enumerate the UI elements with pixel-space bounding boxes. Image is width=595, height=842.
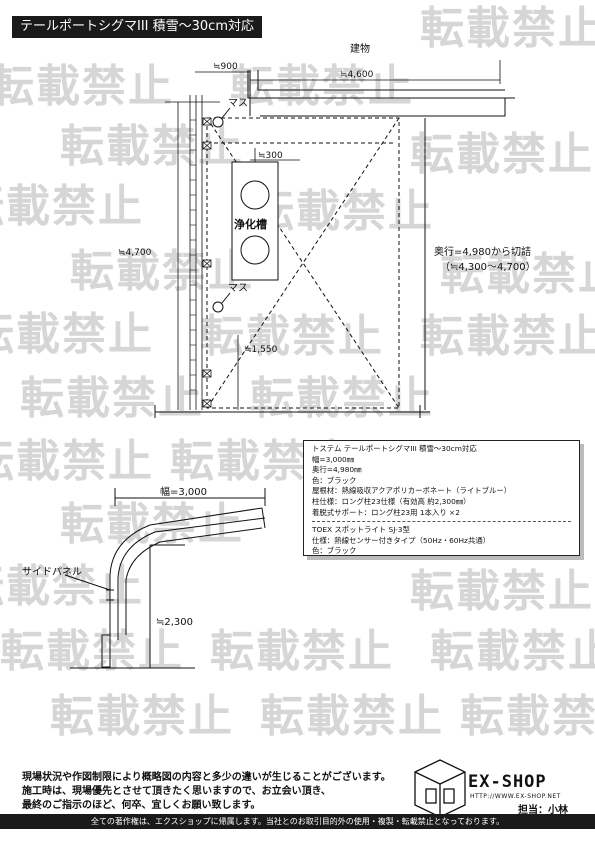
spec-line: 色：ブラック bbox=[312, 475, 357, 485]
watermark-text: 転載禁止 bbox=[50, 691, 234, 742]
elevation-width-label: 幅=3,000 bbox=[160, 485, 207, 498]
spec-line: 着脱式サポート：ロング柱23用 1本入り ×2 bbox=[312, 507, 460, 517]
side-panel-label: サイドパネル bbox=[22, 566, 82, 578]
spec-box: トステム テールポートシグマIII 積雪～30cm対応 幅=3,000㎜ 奥行=… bbox=[303, 440, 580, 556]
watermark-text: 転載禁止 bbox=[430, 626, 595, 677]
watermark-text: 転載禁止 bbox=[260, 691, 444, 742]
spec-line: 柱仕様：ロング柱23仕様（有効高 約2,300㎜） bbox=[312, 496, 471, 506]
posts bbox=[202, 117, 212, 408]
watermark-text: 転載禁止 bbox=[0, 181, 144, 232]
elevation-drawing bbox=[64, 488, 266, 669]
logo-cube-icon bbox=[414, 759, 466, 818]
wall-ticks bbox=[190, 119, 196, 391]
building-label: 建物 bbox=[350, 42, 370, 55]
watermark-text: 転載禁止 bbox=[410, 566, 594, 617]
septic-label: 浄化槽 bbox=[234, 217, 267, 231]
masu-bottom-label: マス bbox=[228, 283, 248, 294]
masu-bottom bbox=[212, 292, 231, 313]
dim-4600 bbox=[250, 60, 501, 84]
dim-300 bbox=[250, 148, 300, 162]
watermark-text: 転載禁止 bbox=[0, 61, 174, 112]
watermark-text: 転載禁止 bbox=[70, 246, 254, 297]
spec-line: トステム テールポートシグマIII 積雪～30cm対応 bbox=[312, 444, 477, 453]
spec-line: 仕様：熱線センサー付きタイプ（50Hz・60Hz共通） bbox=[312, 535, 491, 545]
watermark-text: 転載禁止 bbox=[210, 626, 394, 677]
spec-line: 色：ブラック bbox=[312, 546, 357, 556]
spec-line: 屋根材：熱線吸収アクアポリカーボネート（ライトブルー） bbox=[312, 486, 512, 496]
building-outline bbox=[247, 70, 515, 117]
left-wall bbox=[165, 95, 220, 410]
watermark-text: 転載禁止 bbox=[60, 121, 244, 172]
watermark-text: 転載禁止 bbox=[410, 129, 594, 180]
watermark-text: 転載禁止 bbox=[20, 373, 204, 424]
depth-range-label: （≒4,300～4,700） bbox=[440, 261, 536, 273]
staff-label: 担当：小林 bbox=[518, 805, 568, 816]
watermark-text: 転載禁止 bbox=[420, 3, 595, 54]
watermark-text: 転載禁止 bbox=[230, 61, 414, 112]
footer-notes: 現場状況や作図制限により概略図の内容と多少の違いが生じることがございます。 施工… bbox=[22, 771, 391, 813]
logo-url: HTTP://WWW.EX-SHOP.NET bbox=[470, 793, 561, 800]
spec-line: TOEX スポットライト SJ-3型 bbox=[312, 525, 410, 535]
footer-copyright: 全ての著作権は、エクスショップに帰属します。当社とのお取引目的外の使用・複製・転… bbox=[0, 814, 595, 829]
logo-name: EX-SHOP bbox=[468, 772, 547, 792]
watermark-text: 転載禁止 bbox=[420, 311, 595, 362]
dim-300-label: ≒300 bbox=[258, 151, 283, 161]
watermark-text: 転載禁止 bbox=[250, 373, 434, 424]
spec-line: 幅=3,000㎜ bbox=[312, 454, 355, 464]
note-line: 最終のご指示のほど、何卒、宜しくお願い致します。 bbox=[22, 800, 261, 811]
watermark-text: 転載禁止 bbox=[250, 186, 434, 237]
dim-900-label: ≒900 bbox=[213, 62, 238, 72]
dim-4600-label: ≒4,600 bbox=[340, 70, 374, 80]
note-line: 施工時は、現場優先とさせて頂きたく思いますので、お立会い頂き、 bbox=[22, 786, 331, 797]
masu-top bbox=[212, 107, 231, 128]
elevation-height-label: ≒2,300 bbox=[156, 617, 193, 628]
page-title: テールポートシグマIII 積雪～30cm対応 bbox=[12, 16, 262, 38]
watermark-text: 転載禁止 bbox=[0, 436, 154, 487]
spec-divider bbox=[312, 521, 571, 523]
right-edge bbox=[154, 118, 430, 418]
dim-1550-label: ≒1,550 bbox=[244, 345, 278, 355]
septic-tank bbox=[231, 161, 279, 281]
masu-top-label: マス bbox=[228, 98, 248, 109]
note-line: 現場状況や作図制限により概略図の内容と多少の違いが生じることがございます。 bbox=[22, 772, 391, 783]
watermark-text: 転載禁止 bbox=[460, 691, 595, 742]
watermark-text: 転載禁止 bbox=[0, 309, 154, 360]
dim-4700-label: ≒4,700 bbox=[118, 248, 152, 258]
spec-line: 奥行=4,980㎜ bbox=[312, 465, 362, 475]
depth-label: 奥行=4,980から切詰 bbox=[434, 245, 531, 258]
watermark-text: 転載禁止 bbox=[440, 249, 595, 300]
